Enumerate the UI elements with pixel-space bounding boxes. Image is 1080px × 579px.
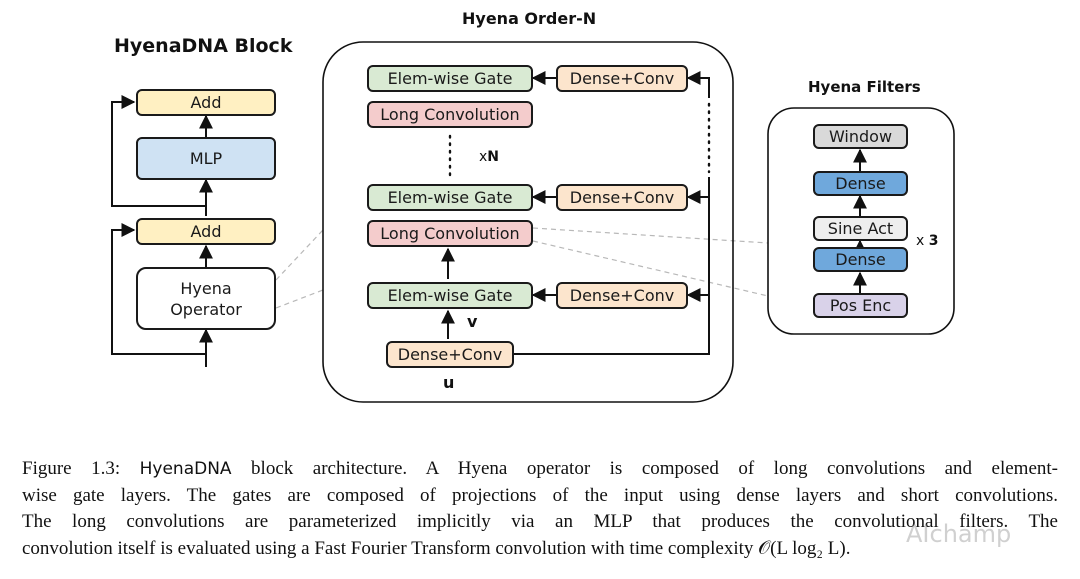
caption-model-name: HyenaDNA [139, 459, 232, 479]
u-label: u [443, 373, 455, 392]
dense-conv-bottom-box: Dense+Conv [556, 282, 688, 309]
repeat-3-label: x 3 [916, 233, 939, 249]
gate-top-box: Elem-wise Gate [367, 65, 533, 92]
dense-bottom-box: Dense [813, 247, 908, 272]
mlp-box: MLP [136, 137, 276, 180]
long-conv-mid-box: Long Convolution [367, 220, 533, 247]
v-label: v [467, 312, 478, 331]
block-arrows [111, 95, 213, 367]
pos-enc-box: Pos Enc [813, 293, 908, 318]
caption-line-3: The long convolutions are parameterized … [22, 511, 1058, 532]
dense-conv-input-box: Dense+Conv [386, 341, 514, 368]
dense-conv-mid-box: Dense+Conv [556, 184, 688, 211]
zoom-lines [275, 227, 769, 309]
dense-top-box: Dense [813, 171, 908, 196]
gate-bottom-box: Elem-wise Gate [367, 282, 533, 309]
repeat-n-label: xN [479, 149, 499, 165]
order-n-arrows [441, 71, 710, 355]
figure-caption: Figure 1.3: HyenaDNA block architecture.… [22, 456, 1058, 562]
order-n-title: Hyena Order-N [462, 9, 597, 28]
long-conv-top-box: Long Convolution [367, 101, 533, 128]
gate-mid-box: Elem-wise Gate [367, 184, 533, 211]
caption-line-1-rest: block architecture. A Hyena operator is … [231, 458, 1058, 479]
hyena-operator-box: Hyena Operator [136, 267, 276, 330]
filters-repeat-n: 3 [928, 233, 939, 249]
caption-line-2: wise gate layers. The gates are composed… [22, 484, 1058, 506]
dense-conv-top-box: Dense+Conv [556, 65, 688, 92]
repeat-x: x [479, 149, 488, 165]
add-top-box: Add [136, 89, 276, 116]
operator-line2: Operator [170, 299, 242, 319]
sine-act-box: Sine Act [813, 216, 908, 241]
operator-line1: Hyena [180, 278, 232, 298]
filters-repeat-x: x [916, 233, 925, 249]
diagram-connectors [111, 41, 955, 403]
order-n-frame [322, 41, 734, 403]
watermark-logo: AIchamp [906, 520, 1012, 548]
order-n-dots [448, 102, 711, 182]
filters-title: Hyena Filters [808, 78, 921, 96]
caption-line-4: convolution itself is evaluated using a … [22, 537, 851, 559]
filters-frame [767, 107, 955, 335]
caption-line-1: Figure 1.3: HyenaDNA block architecture.… [22, 456, 1058, 483]
caption-fig-label: Figure 1.3: [22, 458, 140, 479]
repeat-n: N [487, 149, 500, 165]
add-bottom-box: Add [136, 218, 276, 245]
window-box: Window [813, 124, 908, 149]
block-title: HyenaDNA Block [114, 35, 293, 57]
